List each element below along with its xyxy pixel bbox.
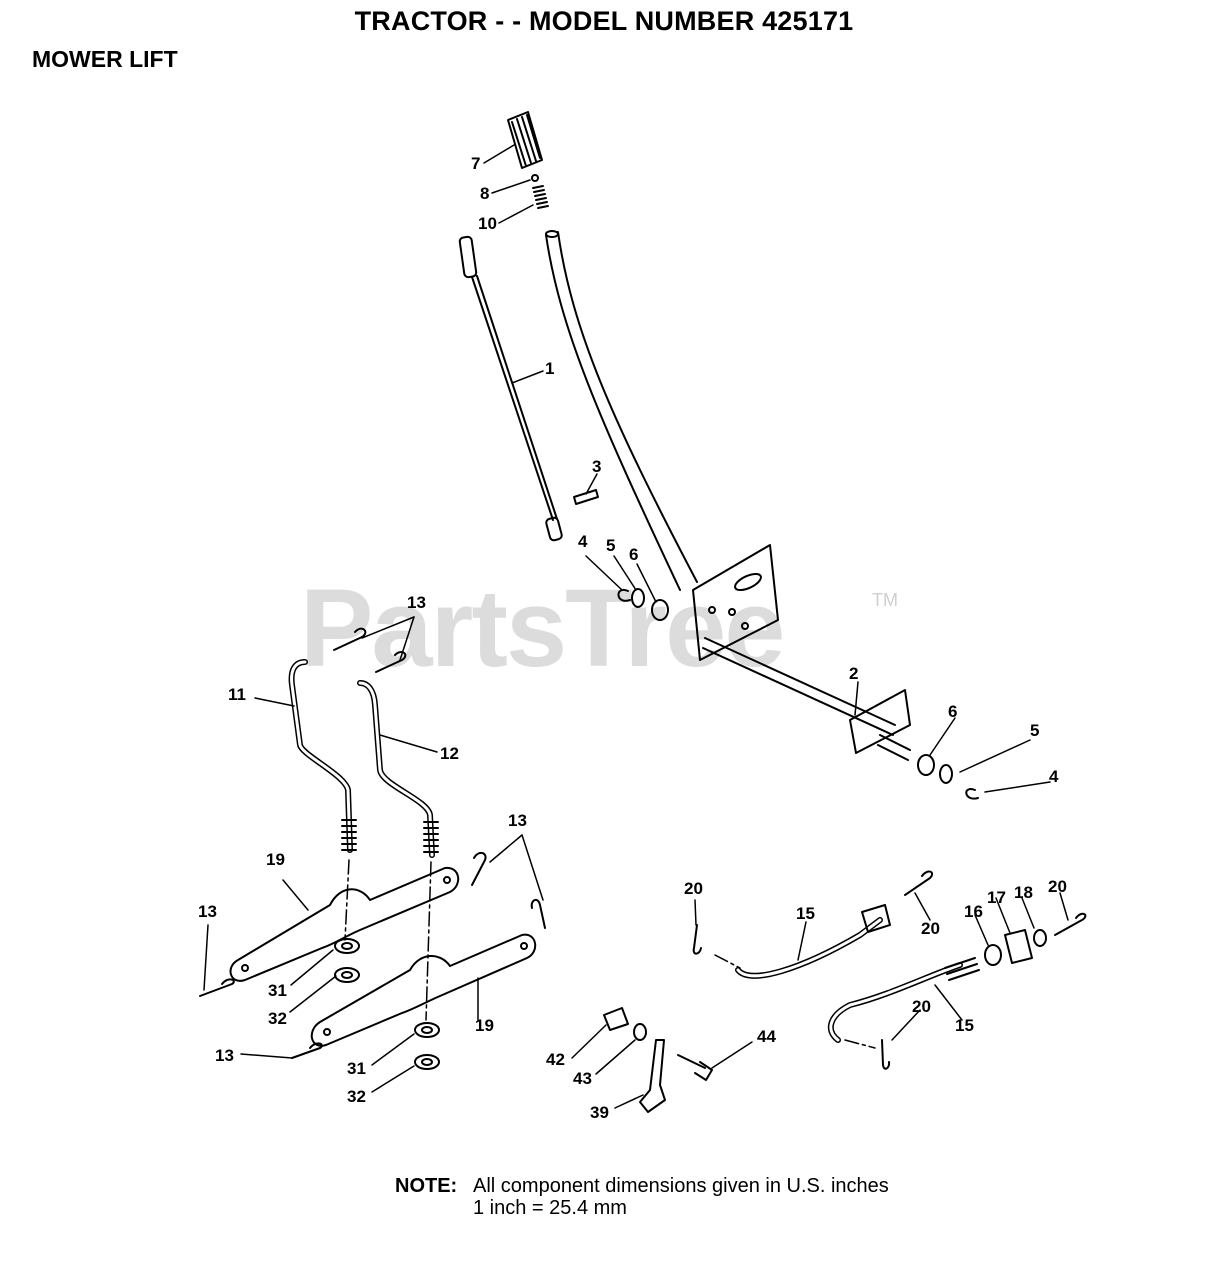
callout-13-mid: 13	[508, 811, 527, 830]
callout-44: 44	[757, 1027, 776, 1046]
callout-31-upper: 31	[268, 981, 287, 1000]
dimension-note: NOTE: All component dimensions given in U…	[395, 1175, 889, 1219]
callout-3: 3	[592, 457, 602, 476]
callout-10: 10	[478, 214, 497, 233]
part-12-thread	[423, 821, 439, 853]
callout-13-left: 13	[198, 902, 217, 921]
callout-12: 12	[440, 744, 459, 763]
lift-lever-tube	[545, 230, 698, 591]
callout-13-top: 13	[407, 593, 426, 612]
callout-18: 18	[1014, 883, 1033, 902]
part-19-lift-arm-lower	[310, 933, 537, 1047]
part-39-bracket	[639, 1039, 666, 1113]
callout-43: 43	[573, 1069, 592, 1088]
callout-7: 7	[471, 154, 481, 173]
note-line-2: 1 inch = 25.4 mm	[473, 1197, 627, 1219]
part-44-bolt	[677, 1054, 713, 1081]
part-11-thread	[341, 819, 357, 851]
callout-5-right: 5	[1030, 721, 1040, 740]
part-13-clip-left	[199, 978, 235, 997]
section-title: MOWER LIFT	[32, 46, 178, 72]
part-13-clip-top-a	[333, 627, 367, 651]
part-6-bushing-left	[651, 599, 669, 621]
page-title: TRACTOR - - MODEL NUMBER 425171	[354, 6, 854, 36]
callout-6: 6	[629, 545, 639, 564]
callout-19-upper: 19	[266, 850, 285, 869]
watermark-trademark: TM	[872, 590, 898, 610]
part-1-rod	[458, 235, 563, 542]
assembly-centerlines	[344, 859, 876, 1049]
part-5-washer-right	[939, 764, 953, 784]
part-17-trunnion	[1004, 929, 1033, 964]
part-2-lift-shaft	[692, 544, 911, 761]
callout-39: 39	[590, 1103, 609, 1122]
part-20-clip-a	[692, 924, 702, 955]
callout-2: 2	[849, 664, 859, 683]
callout-4: 4	[578, 532, 588, 551]
part-32-nut-upper	[334, 967, 360, 983]
part-20-clip-c	[1054, 912, 1087, 936]
leader-lines	[203, 144, 1069, 1109]
part-11-lift-link	[288, 659, 353, 853]
callout-15-lower: 15	[955, 1016, 974, 1035]
callout-32-lower: 32	[347, 1087, 366, 1106]
callout-20-a: 20	[684, 879, 703, 898]
callout-15-upper: 15	[796, 904, 815, 923]
part-31-bushing-lower	[414, 1022, 440, 1038]
callout-32-upper: 32	[268, 1009, 287, 1028]
part-20-clip-d	[881, 1039, 891, 1070]
part-4-clip-right	[965, 788, 979, 800]
callout-19-lower: 19	[475, 1016, 494, 1035]
part-19-lift-arm-upper	[229, 866, 460, 982]
note-line-1: All component dimensions given in U.S. i…	[473, 1175, 889, 1197]
callout-1: 1	[545, 359, 555, 378]
part-16-nut	[984, 944, 1002, 966]
part-20-clip-b	[904, 870, 934, 896]
part-43-washer	[633, 1023, 647, 1041]
callout-8: 8	[480, 184, 490, 203]
callout-42: 42	[546, 1050, 565, 1069]
part-10-spring	[532, 185, 549, 209]
part-13-clip-mid-a	[471, 852, 487, 886]
part-15-rod-upper	[735, 904, 891, 979]
callout-17: 17	[987, 888, 1006, 907]
part-15-rod-lower	[827, 957, 980, 1043]
part-5-washer-left	[631, 588, 645, 608]
callout-20-d: 20	[912, 997, 931, 1016]
callout-5: 5	[606, 536, 616, 555]
callout-4-right: 4	[1049, 767, 1059, 786]
part-31-bushing-upper	[334, 938, 360, 954]
part-6-bushing-right	[917, 754, 935, 776]
part-18-nut	[1033, 929, 1047, 947]
part-13-clip-top-b	[375, 651, 407, 673]
part-8-ball	[531, 174, 539, 182]
part-32-nut-lower	[414, 1054, 440, 1070]
callout-13-bottom: 13	[215, 1046, 234, 1065]
part-13-clip-mid-b	[530, 898, 546, 929]
part-12-lift-link	[357, 680, 435, 858]
part-42-nut	[603, 1007, 629, 1031]
part-7-grip	[507, 111, 543, 169]
callout-6-right: 6	[948, 702, 958, 721]
part-4-clip-left	[617, 588, 631, 602]
callout-20-c: 20	[1048, 877, 1067, 896]
callout-16: 16	[964, 902, 983, 921]
note-label: NOTE:	[395, 1175, 458, 1197]
callout-31-lower: 31	[347, 1059, 366, 1078]
part-3-pin	[573, 489, 599, 505]
part-13-clip-bottom	[291, 1042, 323, 1059]
callout-20-b: 20	[921, 919, 940, 938]
callout-11: 11	[228, 685, 246, 704]
